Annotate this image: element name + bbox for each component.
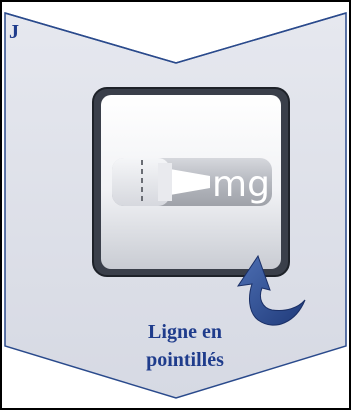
caption: Ligne en pointillés xyxy=(110,318,260,374)
caption-line-1: Ligne en xyxy=(110,318,260,346)
unit-label: mg xyxy=(212,164,270,205)
step-letter: J xyxy=(9,22,19,42)
caption-line-2: pointillés xyxy=(110,346,260,374)
